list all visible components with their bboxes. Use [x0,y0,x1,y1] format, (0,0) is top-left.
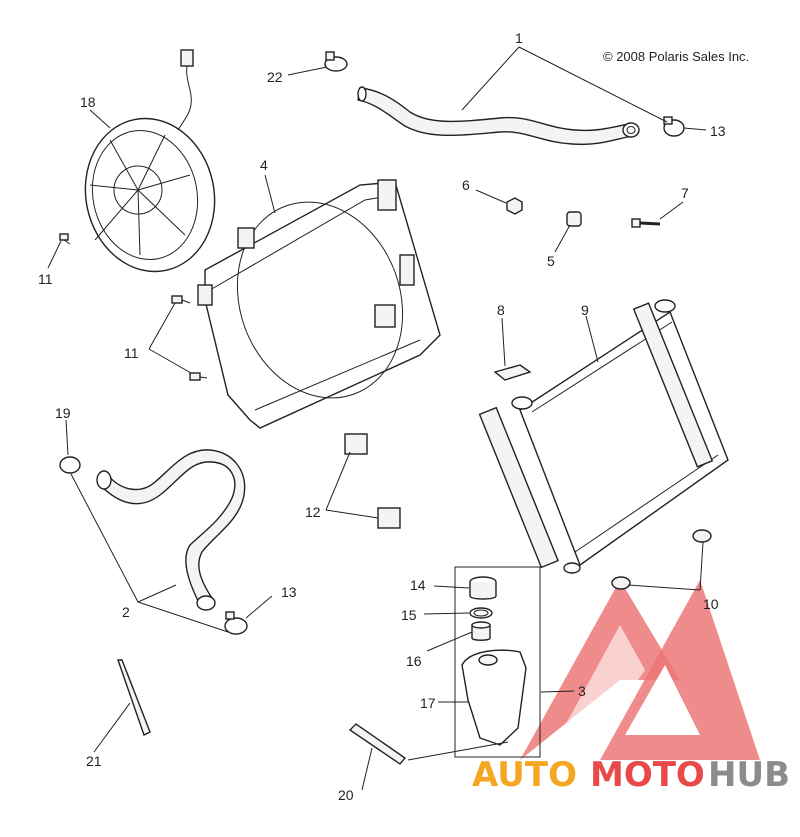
cooling-fan-part [84,49,216,273]
watermark-text-auto: AUTO [472,755,577,795]
callout-22: 22 [267,69,283,85]
watermark-logo [520,580,760,760]
callout-15: 15 [401,607,417,623]
clamp-22-part [324,51,348,72]
reservoir-cap-14-part [469,576,497,600]
clamp-13-lower-part [224,611,248,635]
fan-shroud-part [197,179,441,429]
strap-21-part [117,659,151,736]
radiator-cap-8-part [493,364,532,381]
grommet-10-upper-part [692,529,712,543]
lower-hose-part [96,449,246,611]
clamp-13-top-part [663,116,685,137]
nut-6-part [506,197,523,215]
callout-11-center: 11 [124,345,139,361]
callout-11-left: 11 [38,271,53,287]
callout-labels: 1 2 3 4 5 6 7 8 9 10 11 11 12 13 13 14 1… [38,30,726,803]
callout-13-lower: 13 [281,584,297,600]
callout-14: 14 [410,577,426,593]
grommet-5-part [566,211,582,227]
watermark-text-moto: MOTO [590,755,705,795]
callout-2: 2 [122,604,130,620]
callout-5: 5 [547,253,555,269]
bolt-11-lower-part [189,372,208,381]
callout-19: 19 [55,405,71,421]
callout-16: 16 [406,653,422,669]
callout-18: 18 [80,94,96,110]
overflow-tube-20-part [348,723,407,765]
callout-12: 12 [305,504,321,520]
o-ring-15-part [469,607,493,619]
radiator-part [478,299,729,574]
bolt-11-upper-part [171,295,191,304]
bolt-11-left-part [59,233,71,245]
sleeve-16-part [471,621,491,641]
copyright-text: © 2008 Polaris Sales Inc. [603,49,749,64]
callout-17: 17 [420,695,436,711]
callout-7: 7 [681,185,689,201]
mount-12-lower-part [377,507,401,529]
callout-4: 4 [260,157,268,173]
leader-lines [47,46,707,791]
callout-13-top: 13 [710,123,726,139]
reservoir-17-part [461,649,527,746]
callout-10: 10 [703,596,719,612]
upper-hose-part [357,86,640,146]
callout-1: 1 [515,30,523,46]
callout-21: 21 [86,753,102,769]
clamp-19-part [59,456,81,474]
grommet-10-lower-part [611,576,631,590]
watermark-text-hub: HUB [708,755,790,795]
callout-8: 8 [497,302,505,318]
callout-9: 9 [581,302,589,318]
bolt-7-part [631,218,661,228]
callout-6: 6 [462,177,470,193]
callout-3: 3 [578,683,586,699]
callout-20: 20 [338,787,354,803]
reservoir-group-box [454,566,541,758]
mount-12-upper-part [344,433,368,455]
